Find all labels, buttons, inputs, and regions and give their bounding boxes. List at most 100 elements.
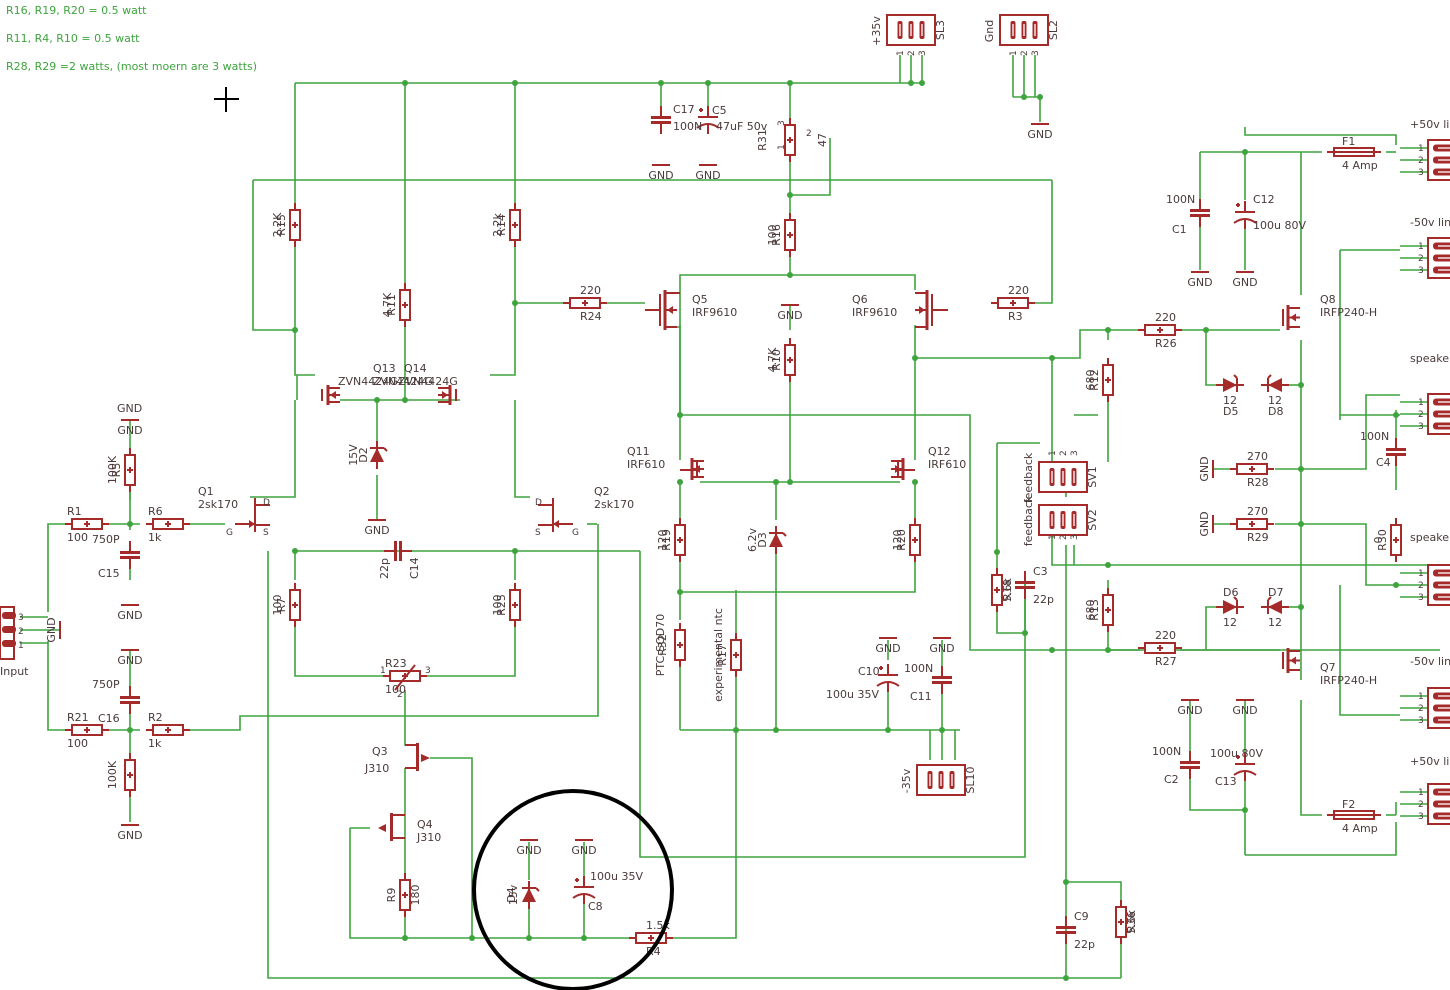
wire xyxy=(250,400,296,498)
connector-SV1 xyxy=(1038,461,1088,493)
ref-R10: R10 xyxy=(770,349,783,371)
ref-Q14: Q14 xyxy=(404,362,427,375)
value-R28: 270 xyxy=(1247,450,1268,463)
connector-name-SV2: SV2 xyxy=(1086,509,1099,531)
value-R27: 220 xyxy=(1155,629,1176,642)
pin-s: S xyxy=(535,528,541,538)
pin-number: 2 xyxy=(1418,156,1424,166)
wire xyxy=(404,910,636,939)
junction-dot xyxy=(374,397,380,403)
pin-d: D xyxy=(263,498,270,508)
ref-D8: D8 xyxy=(1268,405,1283,418)
junction-dot xyxy=(1298,466,1304,472)
ref-D2: D2 xyxy=(357,447,370,462)
value-R19: 120 xyxy=(656,530,669,551)
ref-R32: R32 xyxy=(656,634,669,656)
value-Q7: IRFP240-H xyxy=(1320,674,1377,687)
note-1: R16, R19, R20 = 0.5 watt xyxy=(6,4,147,17)
gnd-label: GND xyxy=(1027,128,1052,141)
value-R12: 680 xyxy=(1084,370,1097,391)
junction-dot xyxy=(512,300,518,306)
ref-C16: C16 xyxy=(98,712,120,725)
pin-number: 2 xyxy=(1418,704,1424,714)
junction-dot xyxy=(292,548,298,554)
connector-label-SL10: -35v xyxy=(900,768,913,793)
ref-R21: R21 xyxy=(67,711,89,724)
diode-D5 xyxy=(1223,378,1237,392)
value-R36: 5.6k xyxy=(1125,909,1138,933)
pin-g: G xyxy=(572,528,579,538)
gnd-label: GND xyxy=(516,844,541,857)
ref-C14: C14 xyxy=(408,557,421,579)
gnd-label: GND xyxy=(648,169,673,182)
ref-R3: R3 xyxy=(1008,310,1023,323)
value-Q2: 2sk170 xyxy=(594,498,634,511)
ref-C13: C13 xyxy=(1215,775,1237,788)
junction-dot xyxy=(1298,521,1304,527)
capacitor-C15 xyxy=(120,551,140,554)
wire xyxy=(679,274,916,415)
junction-dot xyxy=(127,727,133,733)
wire xyxy=(294,620,383,677)
value-R15: 2.2K xyxy=(271,212,284,237)
junction-dot xyxy=(1393,412,1399,418)
pin-number: 2 xyxy=(1020,50,1030,56)
note-2: R11, R4, R10 = 0.5 watt xyxy=(6,32,140,45)
pin-g: G xyxy=(226,528,233,538)
value-C17: 100N xyxy=(673,120,702,133)
value-R17: experimental ntc xyxy=(712,608,725,702)
value-C2: 100N xyxy=(1152,745,1181,758)
wire xyxy=(47,523,65,612)
value-R11: 4.7K xyxy=(381,292,394,317)
pin-number: 1 xyxy=(1418,144,1424,154)
ref-R17: R17 xyxy=(716,644,729,666)
ref-R12: R12 xyxy=(1088,369,1101,391)
connector-label-SV2: feedback xyxy=(1022,495,1035,546)
junction-dot xyxy=(1203,327,1209,333)
ref-Q6: Q6 xyxy=(852,293,868,306)
ref-C12: C12 xyxy=(1253,193,1275,206)
gnd-label: GND xyxy=(117,829,142,842)
diode-D7 xyxy=(1268,600,1282,614)
value-Q13: ZVN4424G xyxy=(373,375,433,388)
pin-number: 3 xyxy=(1418,168,1424,178)
pin-number: 2 xyxy=(806,129,812,139)
gnd-label: GND xyxy=(571,844,596,857)
ref-R26: R26 xyxy=(1155,337,1177,350)
capacitor-C17 xyxy=(651,116,671,119)
value-C4: 100N xyxy=(1360,430,1389,443)
value-R14: 2.2k xyxy=(491,212,504,236)
pin-number: 1 xyxy=(1048,534,1058,540)
gnd-label: GND xyxy=(117,402,142,415)
junction-dot xyxy=(1022,630,1028,636)
value-R10: 4.7K xyxy=(766,347,779,372)
junction-dot xyxy=(908,80,914,86)
wire xyxy=(996,443,1025,634)
value-Q6: IRF9610 xyxy=(852,306,897,319)
connector-name-SL2: SL2 xyxy=(1047,20,1060,40)
gnd-label: GND xyxy=(875,642,900,655)
value-C16: 750P xyxy=(92,678,120,691)
value-D2: 15V xyxy=(347,444,360,466)
pin-number: 1 xyxy=(1009,50,1019,56)
wire xyxy=(430,757,473,938)
ref-C15: C15 xyxy=(98,567,120,580)
wire xyxy=(1205,330,1220,386)
gnd-label: GND xyxy=(117,424,142,437)
value-C11: 100N xyxy=(904,662,933,675)
junctions xyxy=(127,80,1399,981)
junction-dot xyxy=(773,727,779,733)
diode-D2 xyxy=(370,448,384,462)
connector-SV2 xyxy=(1038,504,1088,536)
value-R3: 220 xyxy=(1008,284,1029,297)
ref-C2: C2 xyxy=(1164,773,1179,786)
ref-F1: F1 xyxy=(1342,135,1355,148)
pin-number: 1 xyxy=(1048,450,1058,456)
pin-number: 3 xyxy=(1418,266,1424,276)
wire xyxy=(404,690,415,746)
pin-number: 2 xyxy=(1418,800,1424,810)
pin-number: 1 xyxy=(18,641,24,651)
junction-dot xyxy=(994,549,1000,555)
value-C1: 100N xyxy=(1166,193,1195,206)
pin-s: S xyxy=(263,528,269,538)
